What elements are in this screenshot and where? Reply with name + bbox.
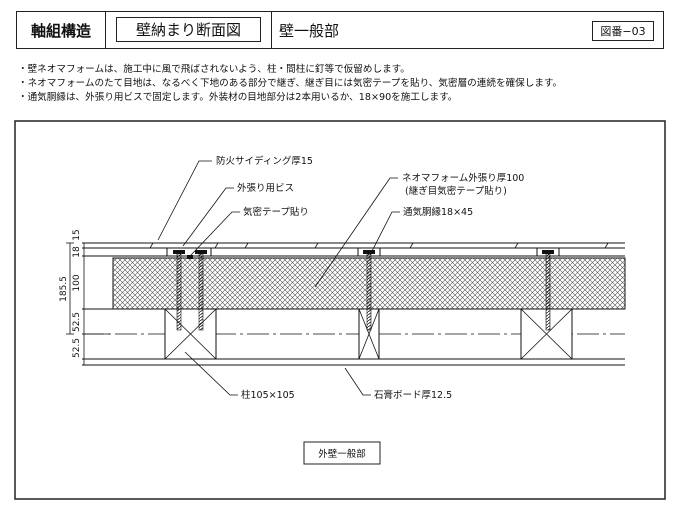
screw [542,250,554,331]
leader-lines [157,160,400,396]
airtight-tape-label: 気密テープ貼り [243,206,309,218]
gypsum-board-label: 石膏ボード厚12.5 [374,389,452,401]
notes-block: ・壁ネオマフォームは、施工中に風で飛ばされないよう、柱・間柱に釘等で仮留めします… [18,63,562,105]
note-line: ・ネオマフォームのたて目地は、なるべく下地のある部分で継ぎ、継ぎ目には気密テープ… [18,78,563,89]
drawing-type-label: 壁納まり断面図 [116,17,261,42]
dim-100: 100 [72,274,82,291]
dimension-lines [66,242,110,366]
siding-label: 防火サイディング厚15 [216,155,313,167]
drawing-frame [14,120,666,500]
screw [195,250,207,331]
siding-layer [82,242,625,249]
airtight-tape [187,255,193,259]
caption-label: 外壁一般部 [318,448,366,460]
caption-box [303,441,381,465]
screw-label: 外張り用ビス [237,182,294,194]
drawing-number: 図番−03 [592,21,654,41]
neoma-foam-note: (継ぎ目気密テープ貼り) [405,185,507,197]
dim-52-5-upper: 52.5 [72,312,82,332]
column [164,308,217,360]
column-label: 柱105×105 [241,389,295,401]
dim-18: 18 [72,246,82,258]
category-label: 軸組構造 [17,12,106,48]
dim-total: 185.5 [59,276,69,302]
note-line: ・壁ネオマフォームは、施工中に風で飛ばされないよう、柱・間柱に釘等で仮留めします… [18,64,410,75]
title-block: 軸組構造 壁納まり断面図 壁一般部 図番−03 [16,11,664,49]
furring-label: 通気胴縁18×45 [403,206,473,218]
screw [173,250,185,331]
section-title: 壁一般部 [279,21,340,40]
neoma-foam-label: ネオマフォーム外張り厚100 [402,172,524,184]
title-divider [271,12,272,48]
dim-52-5-lower: 52.5 [72,338,82,358]
stud [358,308,380,360]
screw [363,250,375,331]
dim-15: 15 [72,229,82,240]
note-line: ・通気胴縁は、外張り用ビスで固定します。外装材の目地部分は2本用いるか、18×9… [18,92,458,103]
